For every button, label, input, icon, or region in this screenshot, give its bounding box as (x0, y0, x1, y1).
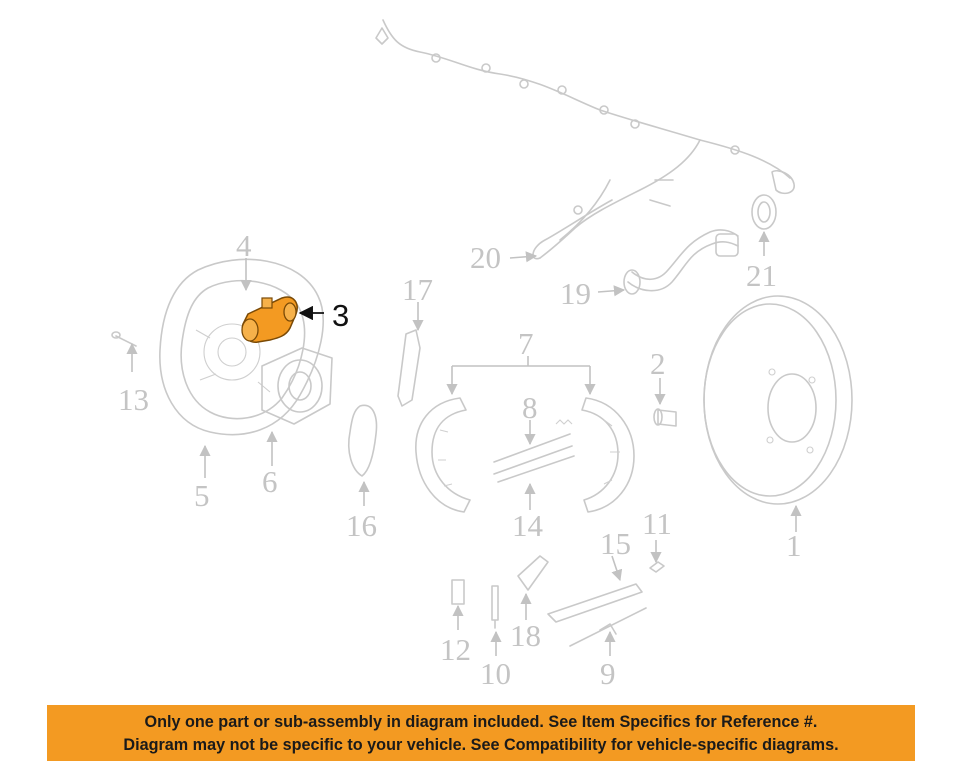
grommet-part-21 (751, 194, 777, 230)
lever-part-18 (517, 555, 549, 591)
callout-15: 15 (600, 526, 631, 561)
callout-7: 7 (518, 326, 534, 361)
notice-line-1: Only one part or sub-assembly in diagram… (144, 713, 818, 731)
brake-drum-part-1 (703, 295, 853, 505)
brake-parts-diagram: 1 2 3 4 5 6 7 8 9 10 11 12 13 14 15 16 1… (111, 19, 853, 691)
callout-6: 6 (262, 464, 278, 499)
spring-part-10 (491, 585, 499, 629)
clip-part-12 (451, 579, 465, 605)
abs-sensor-harness (375, 19, 795, 260)
adjuster-lever-part-17 (397, 329, 421, 407)
wheel-stud-part-2 (653, 408, 677, 427)
brake-hose-part-19 (623, 229, 739, 295)
callout-9: 9 (600, 656, 616, 691)
callout-11: 11 (642, 506, 672, 541)
callout-21: 21 (746, 258, 777, 293)
callout-18: 18 (510, 618, 541, 653)
callout-10: 10 (480, 656, 511, 691)
brake-shoe-left-part-7 (415, 397, 471, 513)
shoe-part-16 (347, 404, 378, 477)
bolt-part-13 (111, 331, 137, 347)
callout-1: 1 (786, 528, 802, 563)
backing-plate-part-5 (159, 258, 324, 436)
parking-lever-part-15 (547, 583, 643, 623)
callout-20: 20 (470, 240, 501, 275)
callout-2: 2 (650, 346, 666, 381)
leader-arrows (126, 230, 802, 656)
callout-4: 4 (236, 228, 252, 263)
callout-16: 16 (346, 508, 377, 543)
callout-3: 3 (332, 298, 349, 333)
callout-13: 13 (118, 382, 149, 417)
notice-line-2: Diagram may not be specific to your vehi… (123, 736, 839, 754)
spring-part-11 (649, 561, 665, 573)
callout-5: 5 (194, 478, 210, 513)
callout-labels: 1 2 3 4 5 6 7 8 9 10 11 12 13 14 15 16 1… (118, 228, 802, 691)
notice-banner: Only one part or sub-assembly in diagram… (47, 705, 915, 761)
callout-19: 19 (560, 276, 591, 311)
hub-bearing-part-6 (261, 347, 333, 425)
hardware-parts (451, 555, 665, 647)
callout-12: 12 (440, 632, 471, 667)
callout-17: 17 (402, 272, 433, 307)
cable-part-9 (569, 607, 647, 647)
callout-14: 14 (512, 508, 544, 543)
wheel-cylinder-part-3 (241, 296, 298, 343)
brake-shoe-right-part-7 (581, 397, 635, 513)
adjuster-strut-part-14 (493, 419, 575, 483)
callout-8: 8 (522, 390, 538, 425)
